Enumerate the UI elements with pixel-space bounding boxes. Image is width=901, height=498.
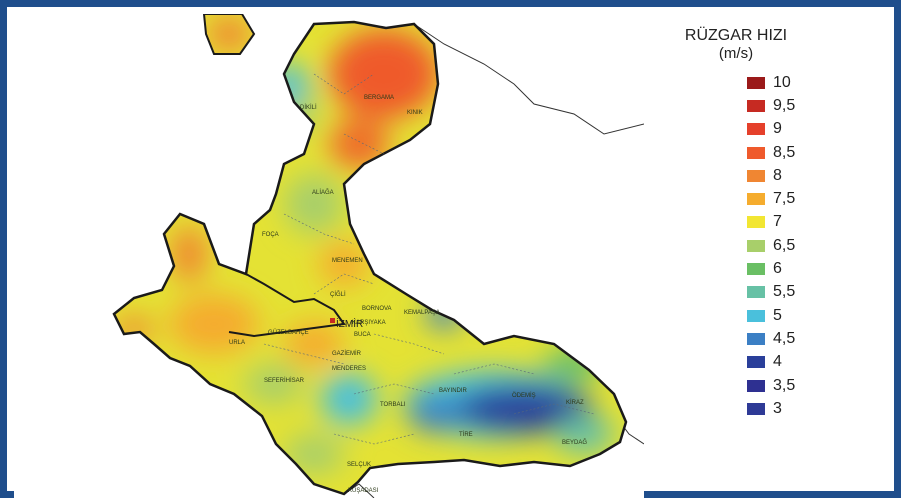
legend-item: 3,5 — [747, 374, 893, 397]
wind-field — [114, 14, 626, 494]
legend-item: 3 — [747, 397, 893, 420]
place-label: GAZİEMİR — [332, 350, 362, 357]
place-label: TORBALI — [380, 402, 406, 408]
city-label: İZMİR — [336, 317, 363, 330]
legend-label: 9,5 — [773, 96, 796, 114]
legend-swatch — [747, 216, 765, 229]
legend-label: 5 — [773, 306, 782, 324]
legend-label: 4 — [773, 353, 782, 371]
place-label: KARŞIYAKA — [352, 320, 386, 326]
legend-item: 6,5 — [747, 234, 893, 257]
legend-label: 8 — [773, 166, 782, 184]
legend-label: 8,5 — [773, 143, 796, 161]
city-marker — [330, 318, 335, 323]
legend-swatch — [747, 169, 765, 182]
legend-label: 5,5 — [773, 283, 796, 301]
legend-swatch — [747, 123, 765, 136]
legend-item: 4 — [747, 351, 893, 374]
legend-label: 7 — [773, 213, 782, 231]
place-label: SELÇUK — [347, 462, 371, 468]
wind-speed-map: DİKİLİ BERGAMA KINIK ALİAĞA FOÇA MENEMEN… — [14, 14, 644, 498]
place-label: BORNOVA — [362, 306, 392, 312]
legend-swatch — [747, 263, 765, 276]
legend-swatch — [747, 356, 765, 369]
place-label: ÇİĞLİ — [330, 291, 346, 298]
place-label: SEFERİHİSAR — [264, 377, 305, 384]
place-label: DİKİLİ — [300, 104, 317, 111]
legend-label: 3,5 — [773, 376, 796, 394]
legend-label: 7,5 — [773, 190, 796, 208]
legend-label: 3 — [773, 399, 782, 417]
place-label: BAYINDIR — [439, 388, 468, 394]
legend-item: 10 — [747, 71, 893, 94]
legend-item: 5,5 — [747, 281, 893, 304]
place-label: KİRAZ — [566, 399, 584, 406]
legend-title: RÜZGAR HIZI — [684, 27, 788, 44]
legend-swatch — [747, 99, 765, 112]
legend-label: 9 — [773, 120, 782, 138]
legend-item: 9,5 — [747, 94, 893, 117]
place-label: KUŞADASI — [348, 488, 379, 494]
place-label: BEYDAĞ — [562, 439, 587, 446]
legend-label: 6,5 — [773, 236, 796, 254]
place-label: GÜZELBAHÇE — [268, 329, 309, 336]
legend-swatch — [747, 286, 765, 299]
place-label: ÖDEMİŞ — [512, 392, 536, 399]
gulf-coastline — [228, 273, 346, 338]
district-boundaries — [263, 73, 595, 445]
legend-swatch — [747, 193, 765, 206]
place-label: MENDERES — [332, 366, 366, 372]
legend-item: 7,5 — [747, 187, 893, 210]
legend-label: 6 — [773, 260, 782, 278]
legend-swatch — [747, 332, 765, 345]
legend-item: 8 — [747, 164, 893, 187]
place-label: KEMALPAŞA — [404, 310, 440, 316]
legend-swatch — [747, 402, 765, 415]
place-label: TİRE — [459, 431, 473, 438]
legend-list: 10 9,5 9 8,5 8 7,5 7 6,5 6 5,5 5 4,5 4 3,5 3 — [747, 71, 893, 420]
legend-swatch — [747, 76, 765, 89]
legend-swatch — [747, 146, 765, 159]
place-label: BERGAMA — [364, 95, 394, 101]
legend-unit: (m/s) — [718, 45, 754, 62]
place-label: FOÇA — [262, 232, 279, 238]
legend-swatch — [747, 239, 765, 252]
place-label: KINIK — [407, 110, 423, 116]
place-labels: DİKİLİ BERGAMA KINIK ALİAĞA FOÇA MENEMEN… — [229, 95, 587, 494]
legend: RÜZGAR HIZI (m/s) 10 9,5 9 8,5 8 7,5 7 6,5 6 5,5 5… — [647, 27, 893, 420]
legend-item: 9 — [747, 118, 893, 141]
legend-item: 7 — [747, 211, 893, 234]
place-label: ALİAĞA — [312, 189, 334, 196]
legend-item: 6 — [747, 257, 893, 280]
place-label: MENEMEN — [332, 258, 363, 264]
legend-item: 8,5 — [747, 141, 893, 164]
province-outline — [112, 20, 628, 496]
island-outline — [202, 14, 256, 55]
neighbor-border-north — [413, 23, 644, 135]
place-label: URLA — [229, 340, 245, 346]
legend-label: 4,5 — [773, 329, 796, 347]
legend-swatch — [747, 309, 765, 322]
legend-item: 4,5 — [747, 327, 893, 350]
legend-item: 5 — [747, 304, 893, 327]
wind-map-svg: DİKİLİ BERGAMA KINIK ALİAĞA FOÇA MENEMEN… — [112, 14, 644, 498]
legend-swatch — [747, 379, 765, 392]
legend-label: 10 — [773, 73, 791, 91]
place-label: BUCA — [354, 332, 371, 338]
